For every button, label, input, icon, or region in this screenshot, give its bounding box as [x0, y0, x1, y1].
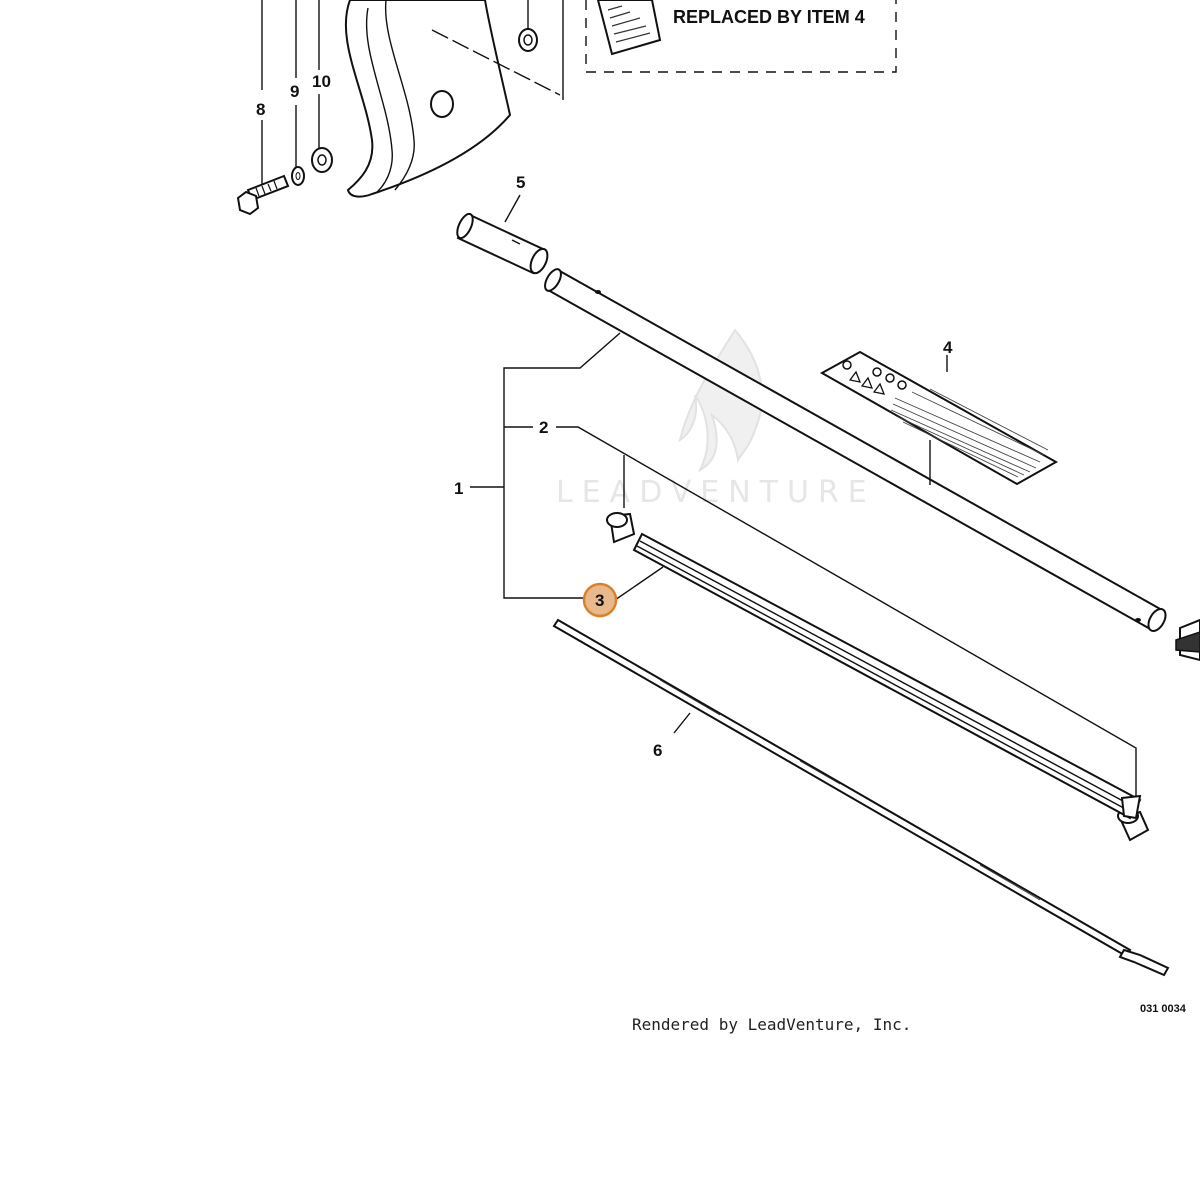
label-item-5[interactable]: 5 [516, 173, 525, 192]
leadventure-watermark: LEADVENTURE [556, 328, 876, 510]
label-item-8[interactable]: 8 [256, 100, 265, 119]
flame-logo-icon [678, 328, 763, 473]
label-item-6[interactable]: 6 [653, 741, 662, 760]
assembly-bracket [470, 332, 1137, 800]
drive-tube-item-1 [544, 268, 1200, 662]
washer-item-10 [311, 0, 333, 173]
liner-item-3 [614, 532, 1142, 820]
label-item-9[interactable]: 9 [290, 82, 299, 101]
label-item-3[interactable]: 3 [595, 591, 604, 610]
watermark-text: LEADVENTURE [556, 475, 876, 510]
render-credit: Rendered by LeadVenture, Inc. [632, 1015, 911, 1034]
drive-shaft-item-6 [552, 618, 1170, 977]
guard-nut [518, 28, 538, 52]
screw-item-8 [236, 0, 290, 216]
guard-bolt-hole [430, 90, 454, 118]
highlight-badge-item-3[interactable]: 3 [582, 582, 618, 618]
label-item-2[interactable]: 2 [539, 418, 548, 437]
replaced-by-text: REPLACED BY ITEM 4 [673, 7, 865, 27]
label-item-10[interactable]: 10 [312, 72, 331, 91]
deflector-guard [344, 0, 564, 198]
replaced-by-callout: REPLACED BY ITEM 4 [585, 0, 897, 73]
label-item-1[interactable]: 1 [454, 479, 463, 498]
liner-bushing-upper [606, 512, 636, 544]
decal-thumbnail [596, 0, 662, 56]
label-item-4[interactable]: 4 [943, 338, 953, 357]
figure-code: 031 0034 [1140, 1003, 1187, 1015]
bushing-item-5 [456, 194, 549, 275]
lock-washer-item-9 [291, 0, 305, 186]
warning-decal-item-4 [819, 350, 1059, 486]
